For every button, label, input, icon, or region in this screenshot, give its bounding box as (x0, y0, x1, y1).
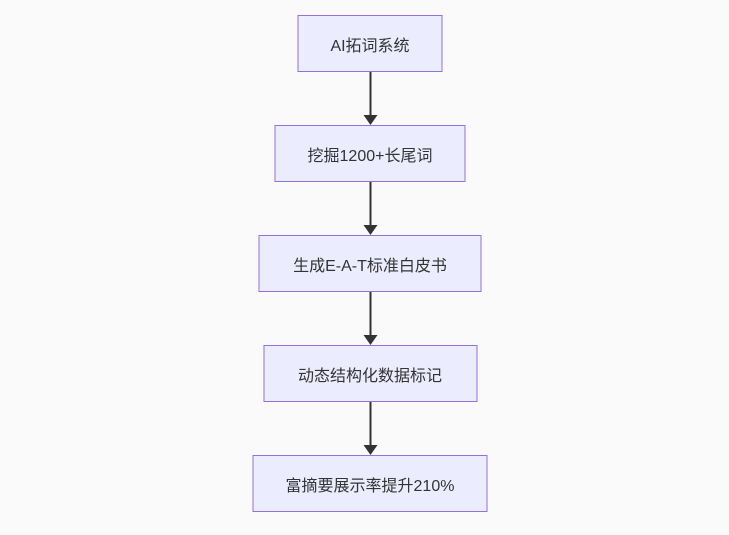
flow-node-structured-data: 动态结构化数据标记 (263, 345, 477, 402)
flow-edge-4 (363, 402, 377, 455)
node-label: AI拓词系统 (330, 37, 410, 55)
flow-edge-1 (363, 72, 377, 125)
node-label: 挖掘1200+长尾词 (307, 147, 433, 165)
edge-line (369, 292, 371, 335)
flow-edge-2 (363, 182, 377, 235)
arrow-down-icon (363, 115, 377, 125)
flow-edge-3 (363, 292, 377, 345)
arrow-down-icon (363, 225, 377, 235)
edge-line (369, 182, 371, 225)
node-label: 富摘要展示率提升210% (285, 477, 455, 495)
node-label: 动态结构化数据标记 (297, 367, 442, 385)
node-label: 生成E-A-T标准白皮书 (293, 257, 447, 275)
arrow-down-icon (363, 445, 377, 455)
flow-node-longtail-mining: 挖掘1200+长尾词 (274, 125, 466, 182)
flow-node-eat-whitepaper: 生成E-A-T标准白皮书 (258, 235, 482, 292)
edge-line (369, 72, 371, 115)
flowchart: AI拓词系统 挖掘1200+长尾词 生成E-A-T标准白皮书 动态结构化数据标记… (252, 15, 488, 512)
edge-line (369, 402, 371, 445)
flow-node-ai-keyword-system: AI拓词系统 (297, 15, 443, 72)
flow-node-rich-snippet-result: 富摘要展示率提升210% (252, 455, 488, 512)
arrow-down-icon (363, 335, 377, 345)
